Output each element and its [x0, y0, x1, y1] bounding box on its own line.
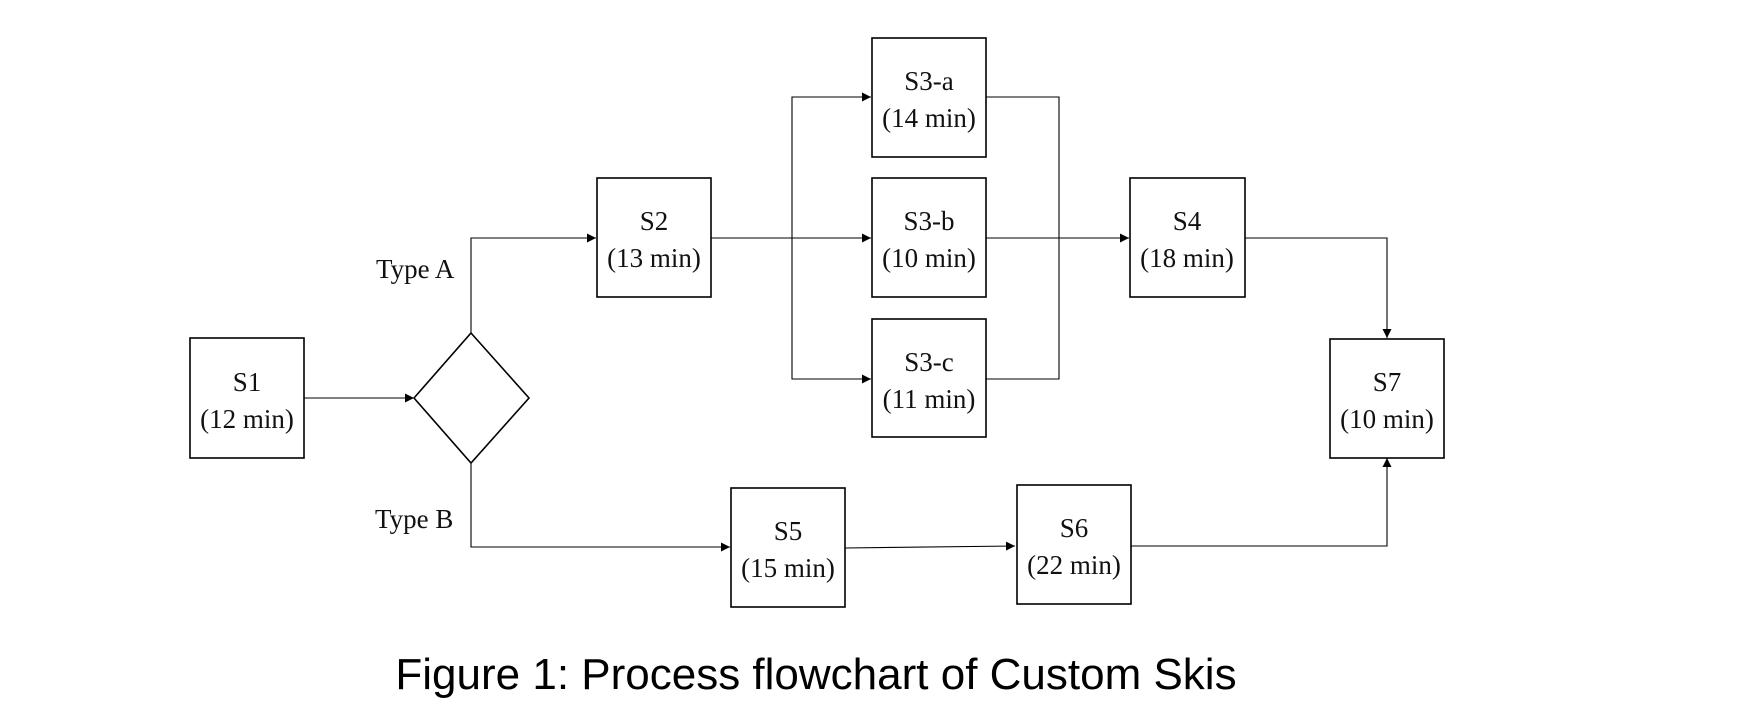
step-s6-time: (22 min) [1027, 550, 1121, 580]
step-s7-time: (10 min) [1340, 404, 1434, 434]
step-s5-name: S5 [774, 516, 803, 546]
step-s6: S6 (22 min) [1016, 484, 1132, 605]
step-s3c: S3-c (11 min) [871, 318, 987, 438]
step-s2: S2 (13 min) [596, 177, 712, 298]
step-s2-time: (13 min) [607, 243, 701, 273]
step-s3a-time: (14 min) [882, 103, 976, 133]
step-s5-time: (15 min) [741, 553, 835, 583]
type-b-label: Type B [375, 504, 453, 534]
type-a-label: Type A [376, 254, 455, 284]
step-s4-time: (18 min) [1140, 243, 1234, 273]
edge-decision-s2 [470, 233, 596, 333]
step-s3b-name: S3-b [903, 206, 954, 236]
edge-s4-s7 [1245, 237, 1392, 338]
edges [304, 92, 1392, 552]
step-s3b: S3-b (10 min) [871, 177, 987, 298]
step-s7-name: S7 [1373, 367, 1402, 397]
step-s3c-time: (11 min) [883, 384, 976, 414]
edge-split-s3c [791, 238, 871, 384]
edge-split-s3a [791, 92, 871, 238]
step-s4: S4 (18 min) [1129, 177, 1246, 298]
edge-decision-s5 [470, 463, 730, 552]
step-s3c-name: S3-c [904, 347, 954, 377]
step-s3b-time: (10 min) [882, 243, 976, 273]
figure-caption: Figure 1: Process flowchart of Custom Sk… [395, 650, 1236, 699]
decision-diamond [412, 331, 531, 465]
step-s2-name: S2 [640, 206, 669, 236]
step-s1-name: S1 [233, 367, 262, 397]
step-s3a-name: S3-a [904, 66, 954, 96]
step-s7: S7 (10 min) [1329, 338, 1445, 459]
step-s5: S5 (15 min) [730, 487, 846, 608]
step-s1: S1 (12 min) [189, 337, 305, 459]
step-s3a: S3-a (14 min) [871, 37, 987, 158]
step-s6-name: S6 [1060, 513, 1089, 543]
step-s1-time: (12 min) [200, 404, 294, 434]
edge-s6-s7 [1131, 458, 1392, 547]
edge-s5-s6 [844, 541, 1016, 551]
step-s4-name: S4 [1173, 206, 1202, 236]
